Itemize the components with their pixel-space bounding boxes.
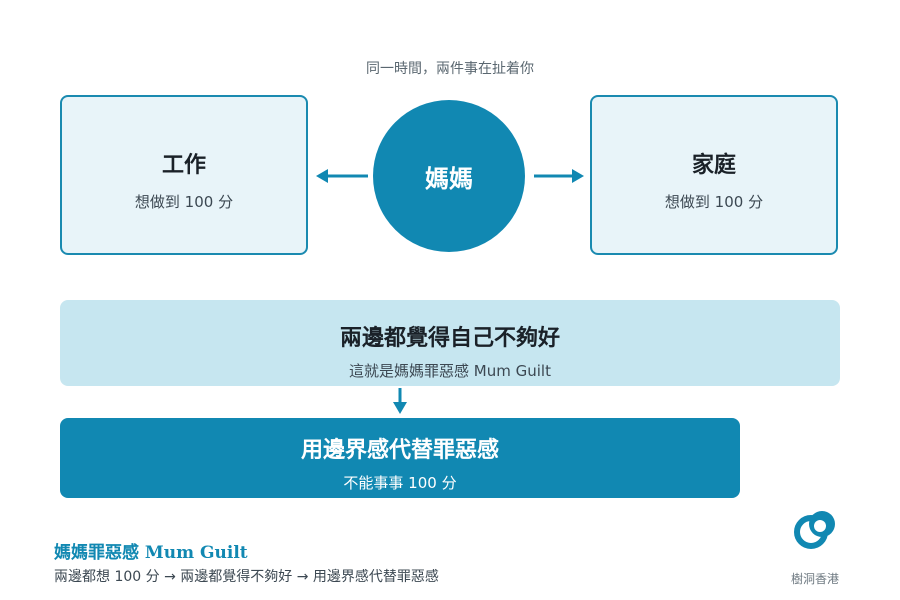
brand-name: 樹洞香港	[790, 572, 839, 586]
solution-box: 用邊界感代替罪惡感 不能事事 100 分	[60, 418, 740, 498]
solution-title: 用邊界感代替罪惡感	[300, 438, 499, 463]
family-title: 家庭	[691, 153, 736, 178]
family-box: 家庭 想做到 100 分	[590, 95, 838, 255]
footer-title: 媽媽罪惡感 Mum Guilt	[54, 543, 248, 563]
guilt-subtitle: 這就是媽媽罪惡感 Mum Guilt	[349, 362, 551, 380]
arrow-left-icon	[316, 169, 368, 183]
mom-circle: 媽媽	[373, 100, 525, 252]
guilt-band: 兩邊都覺得自己不夠好 這就是媽媽罪惡感 Mum Guilt	[60, 300, 840, 386]
family-subtitle: 想做到 100 分	[664, 193, 764, 211]
diagram-caption: 同一時間，兩件事在扯着你	[366, 61, 534, 77]
mom-label: 媽媽	[425, 164, 473, 193]
work-title: 工作	[161, 153, 206, 178]
work-box: 工作 想做到 100 分	[60, 95, 308, 255]
solution-subtitle: 不能事事 100 分	[343, 474, 457, 492]
work-subtitle: 想做到 100 分	[134, 193, 234, 211]
arrow-down-icon	[393, 388, 407, 414]
arrow-right-icon	[534, 169, 584, 183]
brand-logo-icon	[794, 511, 835, 549]
guilt-title: 兩邊都覺得自己不夠好	[339, 326, 560, 351]
footer-summary: 兩邊都想 100 分 → 兩邊都覺得不夠好 → 用邊界感代替罪惡感	[54, 569, 439, 585]
